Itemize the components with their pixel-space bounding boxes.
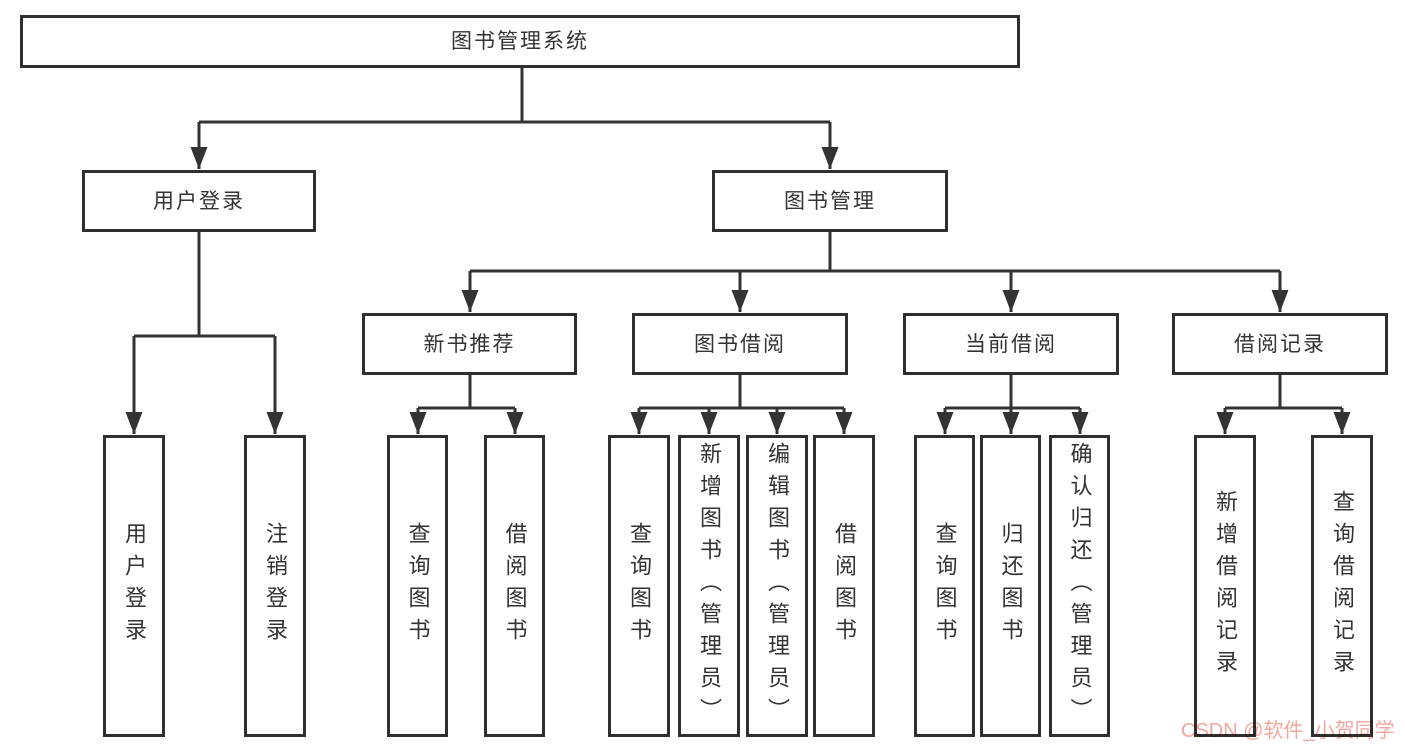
leaf-logout: 注销登录 (244, 435, 306, 737)
node-label: 图书借阅 (694, 332, 786, 356)
node-new-book-recommend: 新书推荐 (362, 313, 577, 375)
leaf-user-login: 用户登录 (103, 435, 165, 737)
leaf-query-borrow-record: 查询借阅记录 (1311, 435, 1373, 737)
node-library-system: 图书管理系统 (20, 15, 1020, 68)
node-current-borrowing: 当前借阅 (903, 313, 1119, 375)
leaf-borrow-books-borrowing: 借阅图书 (813, 435, 875, 737)
node-label: 归还图书 (998, 522, 1024, 650)
node-label: 确认归还（管理员） (1067, 442, 1093, 730)
connector-user-login-split (125, 232, 284, 434)
leaf-edit-books-admin: 编辑图书（管理员） (746, 435, 808, 737)
leaf-return-books: 归还图书 (980, 435, 1041, 737)
node-label: 图书管理系统 (451, 30, 589, 53)
leaf-borrow-books-recommend: 借阅图书 (484, 435, 545, 737)
leaf-add-books-admin: 新增图书（管理员） (678, 435, 740, 737)
node-label: 借阅记录 (1234, 332, 1326, 356)
connector-root-split (190, 68, 839, 169)
csdn-watermark: CSDN @软件_小贺同学 (1181, 720, 1395, 742)
node-label: 用户登录 (122, 522, 147, 650)
node-borrowing-records: 借阅记录 (1172, 313, 1388, 375)
node-label: 新增图书（管理员） (697, 442, 722, 730)
node-label: 查询借阅记录 (1330, 490, 1355, 682)
connector-book-borrowing-split (630, 375, 853, 434)
node-label: 借阅图书 (832, 522, 857, 650)
leaf-add-borrow-record: 新增借阅记录 (1194, 435, 1256, 737)
node-label: 查询图书 (627, 522, 652, 650)
node-label: 注销登录 (263, 522, 288, 650)
node-label: 借阅图书 (502, 522, 528, 650)
leaf-query-books-recommend: 查询图书 (387, 435, 448, 737)
node-book-borrowing: 图书借阅 (632, 313, 848, 375)
node-label: 新书推荐 (423, 332, 516, 356)
node-label: 查询图书 (405, 522, 431, 650)
node-label: 当前借阅 (965, 332, 1057, 356)
connector-borrowing-records-split (1216, 375, 1351, 434)
leaf-query-books-current: 查询图书 (914, 435, 975, 737)
node-label: 编辑图书（管理员） (765, 442, 790, 730)
connector-book-management-split (461, 232, 1289, 312)
connector-new-book-recommend-split (409, 375, 524, 434)
connector-current-borrowing-split (936, 375, 1089, 434)
node-label: 图书管理 (784, 189, 876, 213)
node-label: 新增借阅记录 (1213, 490, 1238, 682)
node-book-management-branch: 图书管理 (712, 170, 948, 232)
node-user-login-branch: 用户登录 (82, 170, 316, 232)
leaf-query-books-borrowing: 查询图书 (608, 435, 670, 737)
leaf-confirm-return-admin: 确认归还（管理员） (1049, 435, 1110, 737)
node-label: 用户登录 (153, 189, 245, 213)
node-label: 查询图书 (932, 522, 958, 650)
